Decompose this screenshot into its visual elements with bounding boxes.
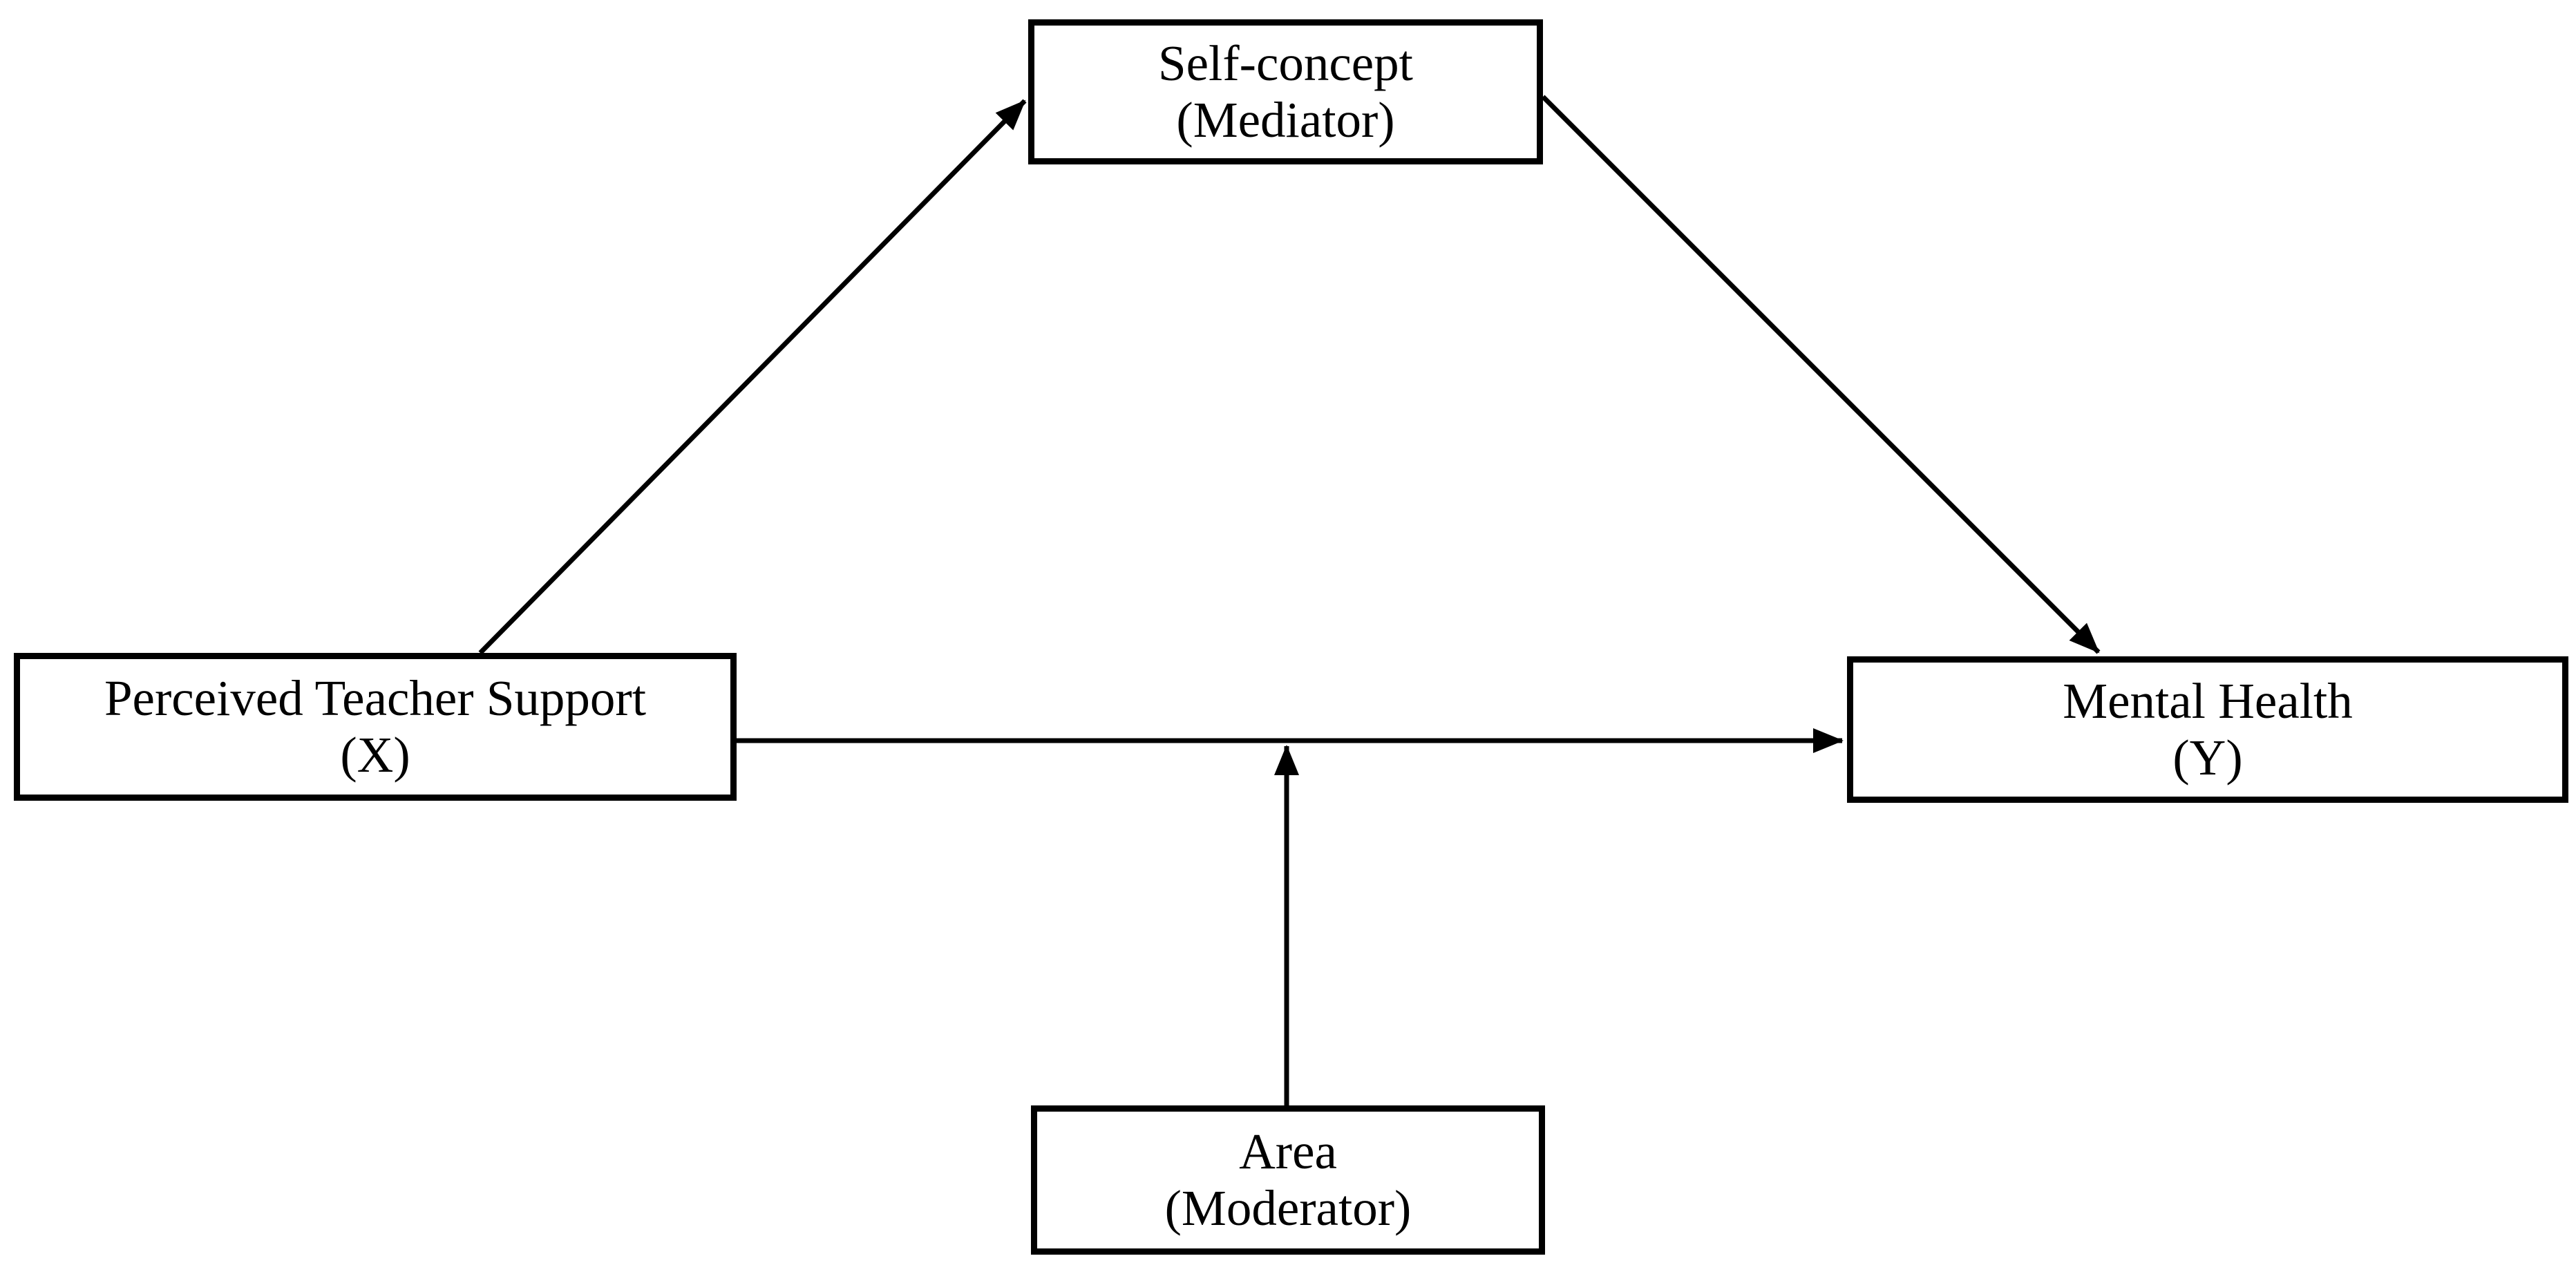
- node-dependent-variable: Mental Health (Y): [1847, 656, 2568, 803]
- node-mediator-subtitle: (Mediator): [1176, 92, 1395, 148]
- node-moderator-subtitle: (Moderator): [1164, 1180, 1412, 1236]
- node-independent-title: Perceived Teacher Support: [104, 670, 647, 726]
- node-mediator: Self-concept (Mediator): [1028, 19, 1543, 164]
- node-independent-subtitle: (X): [340, 727, 410, 783]
- arrow-mediator-to-y: [1541, 95, 2101, 654]
- arrow-x-to-mediator: [478, 99, 1027, 655]
- node-dependent-subtitle: (Y): [2172, 730, 2243, 786]
- node-dependent-title: Mental Health: [2063, 673, 2353, 729]
- node-independent-variable: Perceived Teacher Support (X): [14, 653, 737, 801]
- node-mediator-title: Self-concept: [1158, 35, 1413, 91]
- node-moderator-title: Area: [1239, 1123, 1337, 1179]
- node-moderator: Area (Moderator): [1031, 1105, 1545, 1255]
